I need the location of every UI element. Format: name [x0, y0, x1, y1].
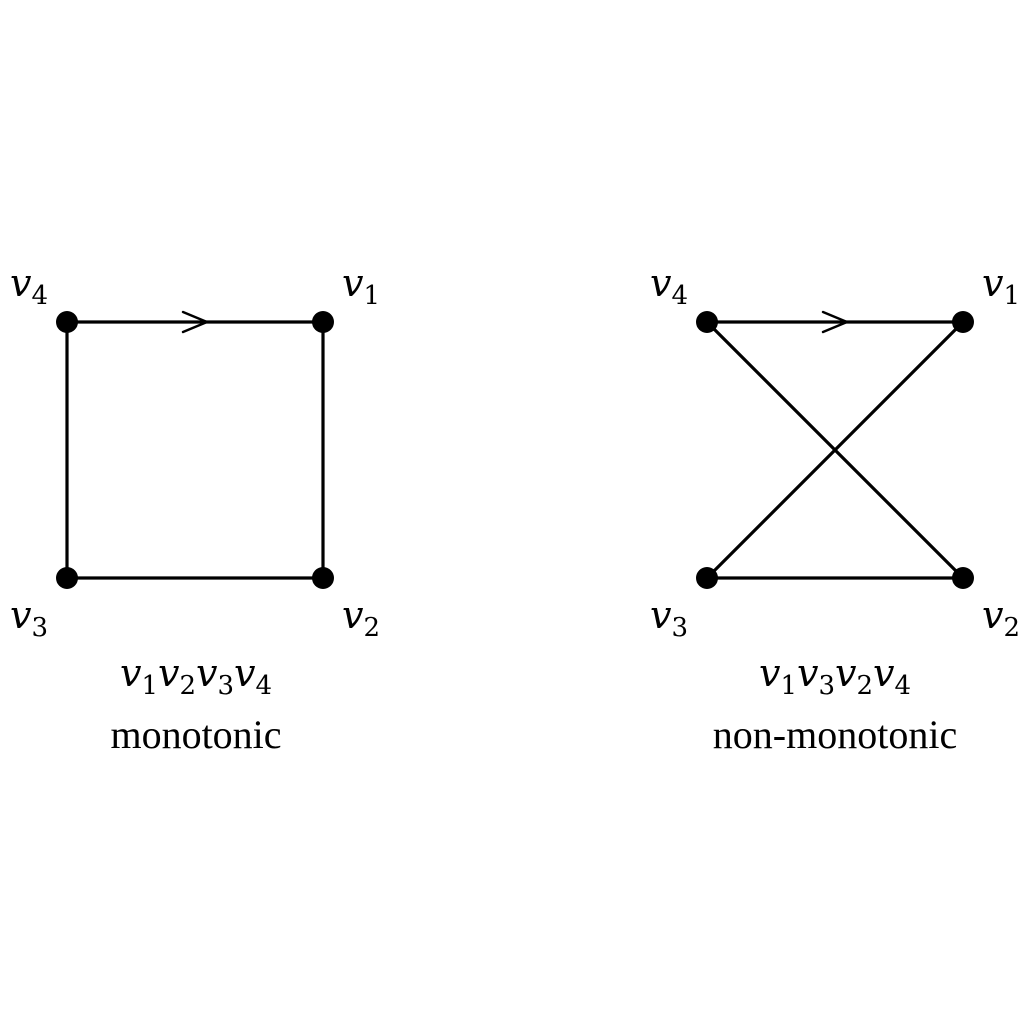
- vertex-v1: [952, 311, 974, 333]
- vertex-order: v1v2v3v4: [120, 651, 272, 701]
- vertex-order: v1v3v2v4: [759, 651, 911, 701]
- vertex-v1: [312, 311, 334, 333]
- vertex-label-v4: v4: [10, 261, 48, 311]
- vertex-label-v1: v1: [982, 261, 1020, 311]
- vertex-v4: [56, 311, 78, 333]
- direction-arrow-icon: [821, 310, 849, 334]
- vertex-v3: [56, 567, 78, 589]
- vertex-label-v1: v1: [342, 261, 380, 311]
- vertex-label-v2: v2: [982, 593, 1020, 643]
- vertex-label-v3: v3: [10, 593, 48, 643]
- direction-arrow-icon: [181, 310, 209, 334]
- vertex-v4: [696, 311, 718, 333]
- vertex-v2: [312, 567, 334, 589]
- diagram-caption: non-monotonic: [713, 712, 957, 757]
- vertex-v2: [952, 567, 974, 589]
- vertex-label-v4: v4: [650, 261, 688, 311]
- diagram-caption: monotonic: [110, 712, 281, 757]
- vertex-v3: [696, 567, 718, 589]
- vertex-label-v3: v3: [650, 593, 688, 643]
- non-monotonic-graph: v1 v2 v3 v4 v1v3v2v4 non-monotonic: [650, 261, 1020, 757]
- edge-v2-v4: [705, 320, 965, 580]
- vertex-label-v2: v2: [342, 593, 380, 643]
